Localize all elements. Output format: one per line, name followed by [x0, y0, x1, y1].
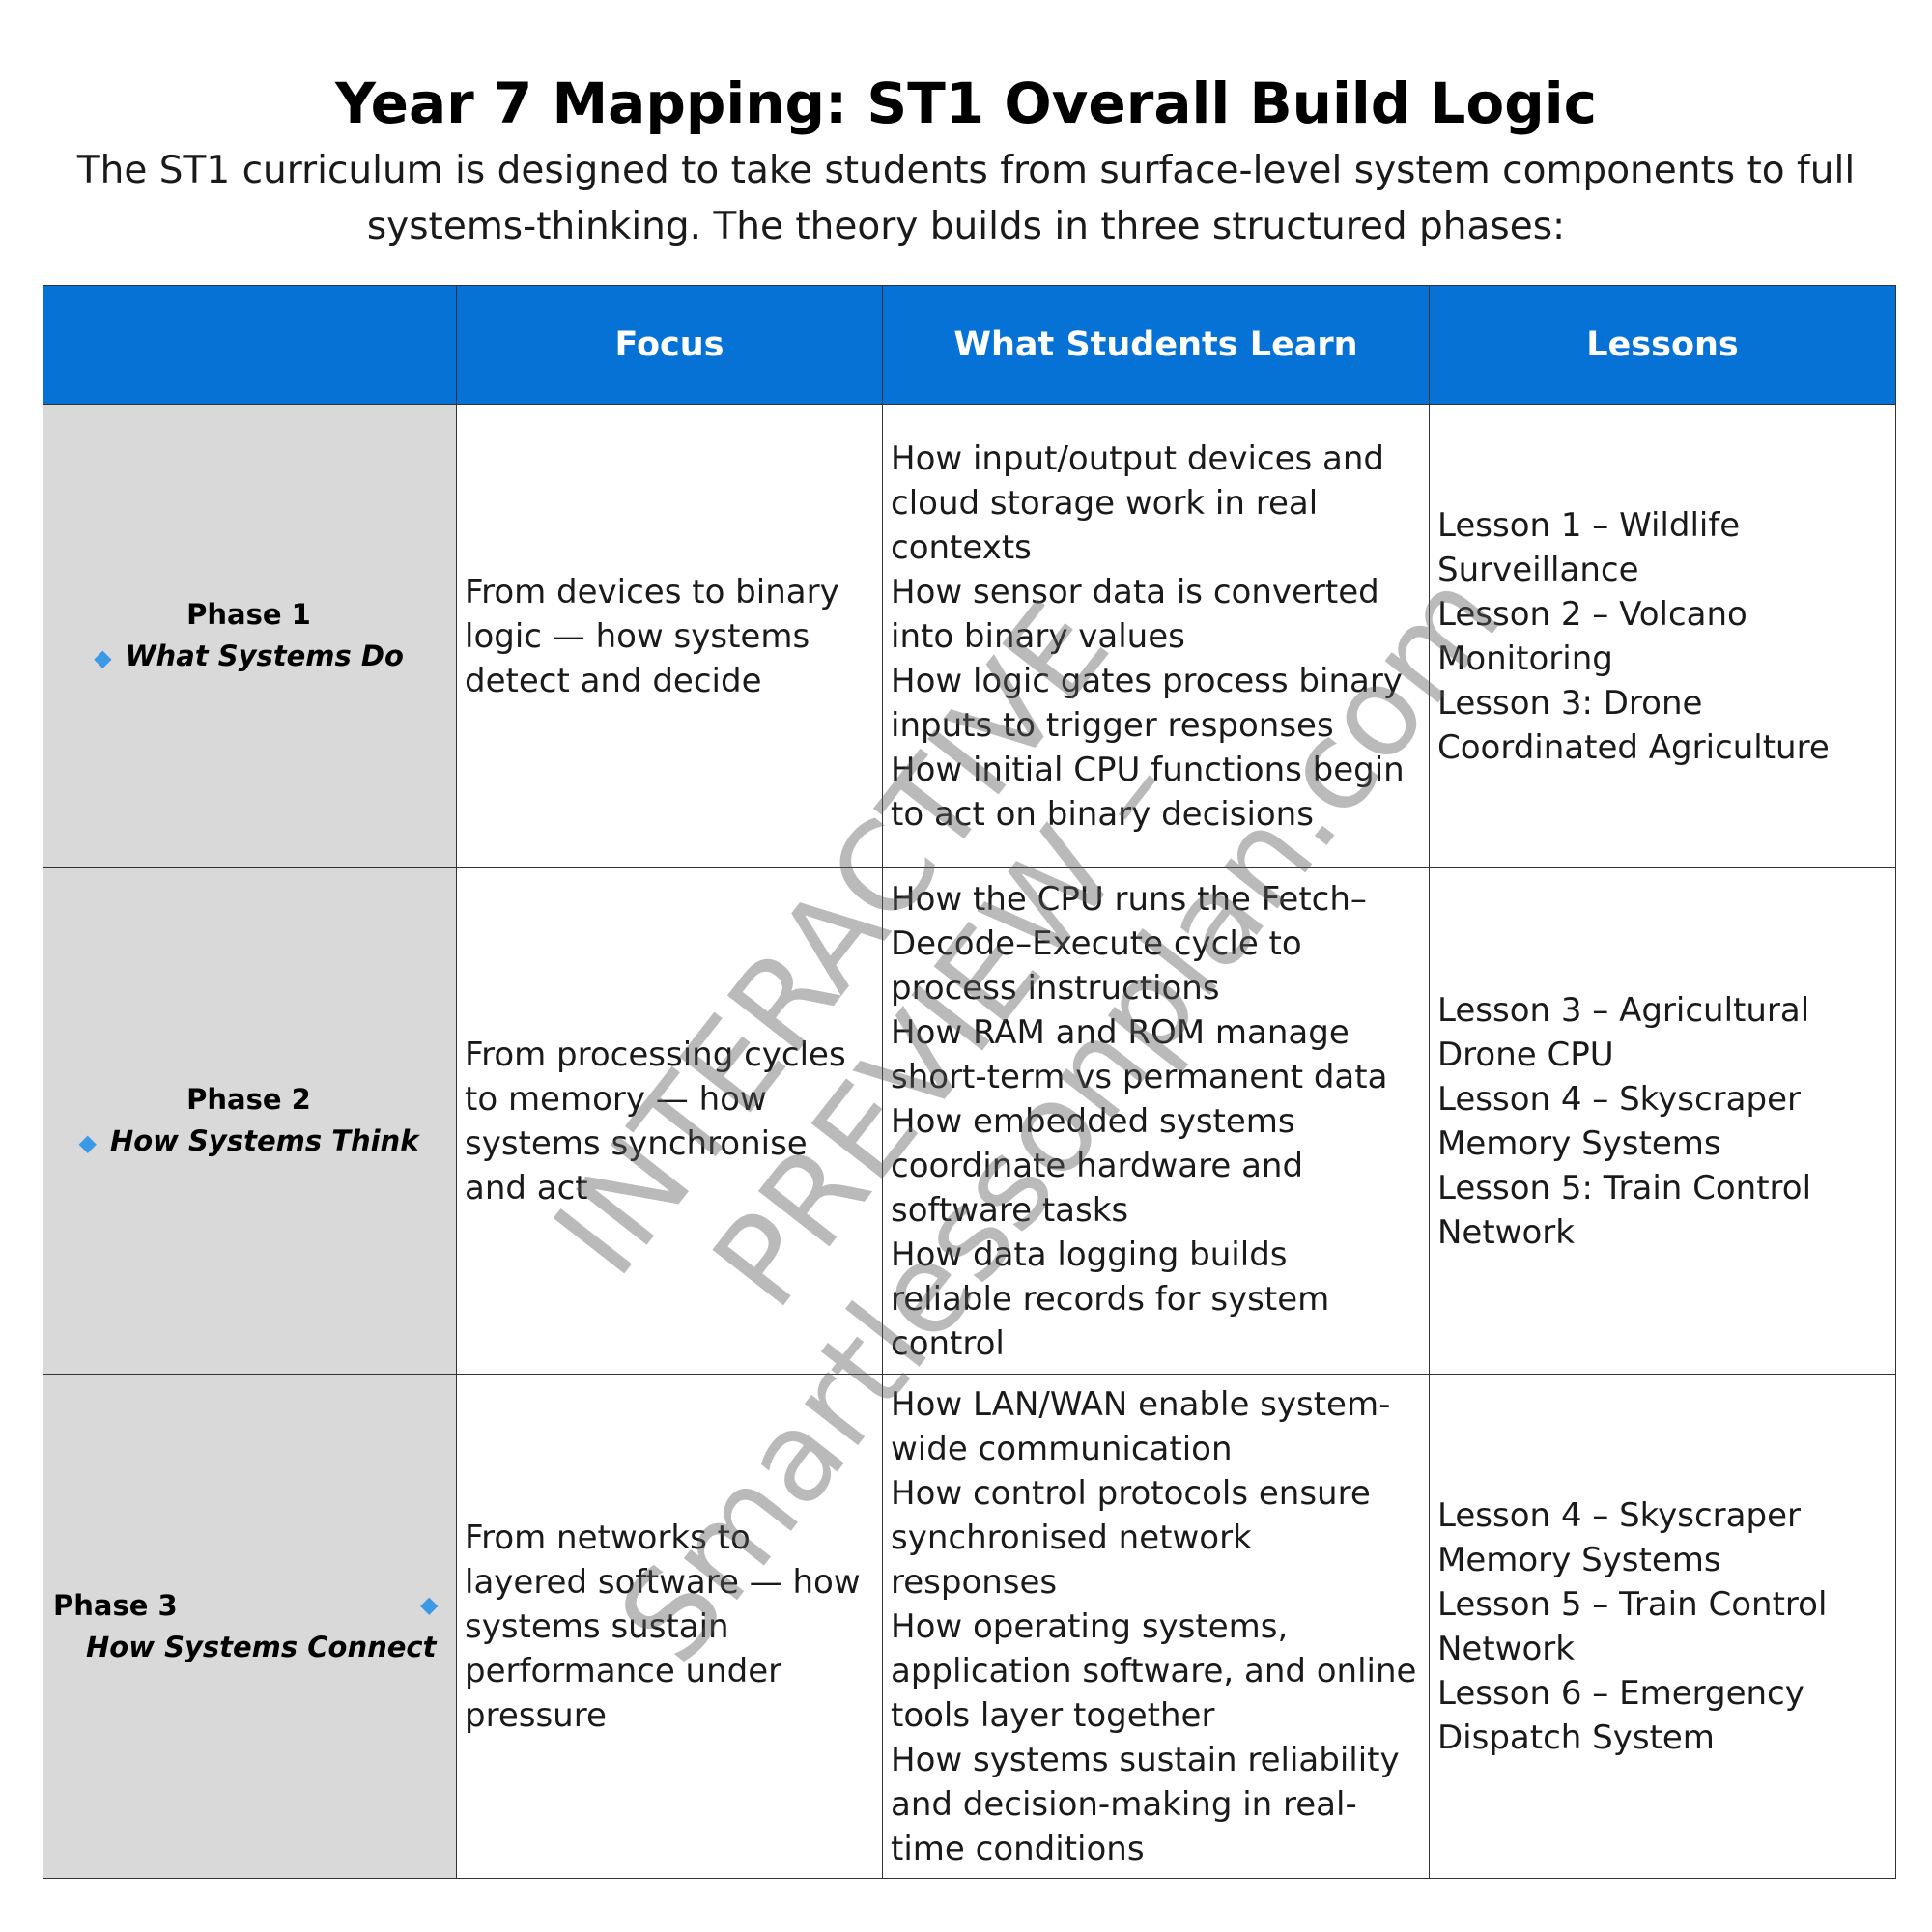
lesson-item: Lesson 2 – Volcano Monitoring — [1437, 594, 1747, 678]
table-row: Phase 3 ◆ How Systems Connect From netwo… — [43, 1374, 1896, 1879]
lesson-item: Lesson 4 – Skyscraper Memory Systems — [1437, 1495, 1801, 1579]
focus-cell: From networks to layered software — how … — [456, 1374, 883, 1879]
phase-name: How Systems Think — [109, 1123, 419, 1157]
learn-cell: How LAN/WAN enable system-wide communica… — [882, 1374, 1430, 1879]
lesson-item: Lesson 4 – Skyscraper Memory Systems — [1437, 1079, 1801, 1163]
diamond-icon: ◆ — [94, 643, 112, 671]
learn-item: How data logging builds reliable records… — [891, 1235, 1330, 1363]
page-title: Year 7 Mapping: ST1 Overall Build Logic — [334, 71, 1598, 136]
phase-name: How Systems Connect — [86, 1630, 437, 1663]
lessons-cell: Lesson 4 – Skyscraper Memory Systems Les… — [1429, 1374, 1896, 1879]
phase-number: Phase 2 — [186, 1082, 311, 1116]
diamond-icon: ◆ — [78, 1128, 97, 1156]
learn-cell: How the CPU runs the Fetch–Decode–Execut… — [882, 867, 1430, 1375]
phase-number: Phase 3 — [53, 1588, 178, 1622]
table-row: Phase 2 ◆ How Systems Think From processi… — [43, 867, 1896, 1375]
focus-cell: From devices to binary logic — how syste… — [456, 404, 883, 868]
lesson-item: Lesson 3 – Agricultural Drone CPU — [1437, 990, 1810, 1074]
header-what-students-learn: What Students Learn — [882, 285, 1430, 405]
lesson-item: Lesson 6 – Emergency Dispatch System — [1437, 1673, 1804, 1757]
lessons-cell: Lesson 3 – Agricultural Drone CPU Lesson… — [1429, 867, 1896, 1375]
learn-item: How sensor data is converted into binary… — [891, 572, 1379, 656]
lesson-item: Lesson 1 – Wildlife Surveillance — [1437, 505, 1741, 589]
page-subtitle: The ST1 curriculum is designed to take s… — [76, 149, 1856, 248]
lesson-item: Lesson 5 – Train Control Network — [1437, 1584, 1828, 1668]
header-phase — [43, 285, 457, 405]
phase-name: What Systems Do — [125, 639, 404, 672]
learn-item: How embedded systems coordinate hardware… — [891, 1101, 1304, 1230]
phase-number: Phase 1 — [186, 597, 311, 631]
header-lessons: Lessons — [1429, 285, 1896, 405]
lessons-cell: Lesson 1 – Wildlife Surveillance Lesson … — [1429, 404, 1896, 868]
focus-cell: From processing cycles to memory — how s… — [456, 867, 883, 1375]
table-row: Phase 1 ◆ What Systems Do From devices to… — [43, 404, 1896, 868]
lesson-item: Lesson 3: Drone Coordinated Agriculture — [1437, 683, 1830, 767]
learn-item: How the CPU runs the Fetch–Decode–Execut… — [891, 879, 1367, 1008]
phase-cell: Phase 3 ◆ How Systems Connect — [43, 1374, 457, 1879]
learn-item: How input/output devices and cloud stora… — [891, 439, 1385, 567]
diamond-icon: ◆ — [420, 1590, 439, 1618]
phase-cell: Phase 1 ◆ What Systems Do — [43, 404, 457, 868]
learn-item: How initial CPU functions begin to act o… — [891, 750, 1405, 834]
header-focus: Focus — [456, 285, 883, 405]
learn-item: How LAN/WAN enable system-wide communica… — [891, 1384, 1391, 1468]
learn-item: How RAM and ROM manage short-term vs per… — [891, 1012, 1388, 1096]
table-header-row: Focus What Students Learn Lessons — [43, 285, 1896, 405]
learn-item: How logic gates process binary inputs to… — [891, 661, 1403, 745]
learn-item: How systems sustain reliability and deci… — [891, 1740, 1400, 1868]
lesson-item: Lesson 5: Train Control Network — [1437, 1168, 1812, 1252]
learn-cell: How input/output devices and cloud stora… — [882, 404, 1430, 868]
learn-item: How operating systems, application softw… — [891, 1606, 1417, 1735]
learn-item: How control protocols ensure synchronise… — [891, 1473, 1371, 1602]
phase-cell: Phase 2 ◆ How Systems Think — [43, 867, 457, 1375]
mapping-table: Focus What Students Learn Lessons Phase … — [43, 285, 1896, 1879]
